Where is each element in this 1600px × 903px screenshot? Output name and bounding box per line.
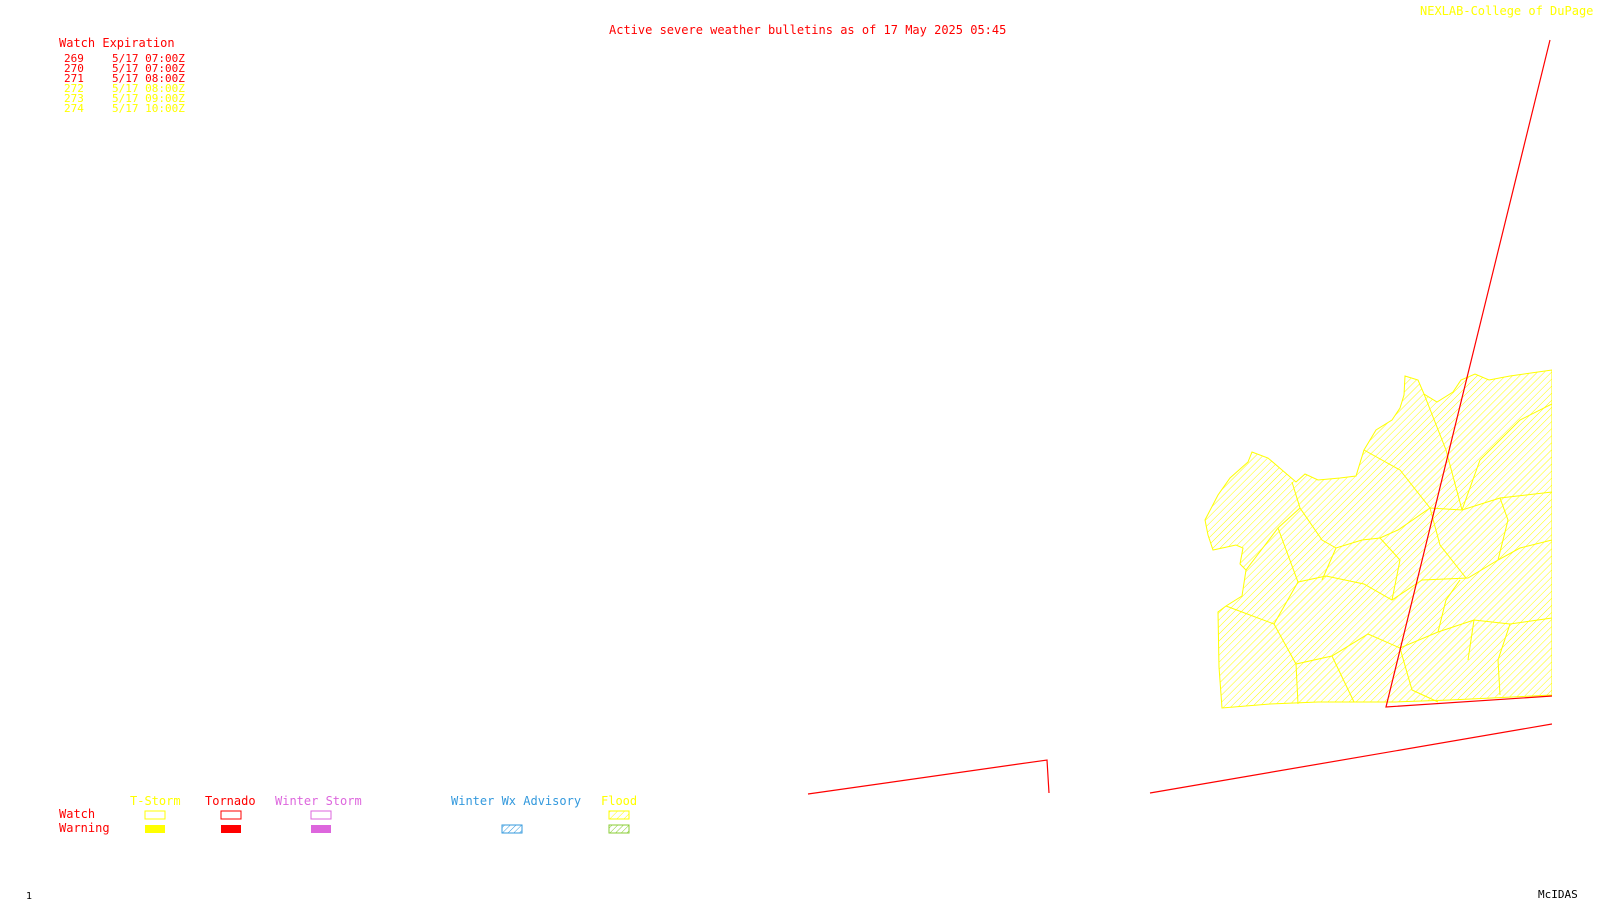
watch-number: 271 — [64, 72, 84, 85]
legend-label-tstorm: T-Storm — [130, 794, 181, 808]
watch-row: 271 5/17 08:00Z — [64, 72, 185, 85]
legend-flood-warning-box — [608, 824, 630, 834]
watch-expiration-time: 5/17 07:00Z — [112, 62, 185, 75]
tornado-watch-polygon — [807, 39, 1552, 795]
legend-label-flood: Flood — [601, 794, 638, 808]
watch-row: 273 5/17 09:00Z — [64, 92, 185, 105]
legend-tornado-watch-box — [220, 810, 242, 820]
watch-expiration-time: 5/17 08:00Z — [112, 82, 185, 95]
watch-number: 273 — [64, 92, 84, 105]
mcidas-label: McIDAS — [1538, 888, 1578, 901]
legend-winter-advisory-box — [501, 824, 523, 834]
legend-row-watch: Watch — [59, 807, 96, 821]
legend-label-tornado: Tornado — [205, 794, 256, 808]
legend-tornado-warning-box — [221, 825, 241, 833]
watch-number: 272 — [64, 82, 84, 95]
legend-boxes — [144, 810, 630, 834]
legend-tstorm-watch-box — [144, 810, 166, 820]
legend-winter-storm-warning-box — [311, 825, 331, 833]
legend-row-warning: Warning — [59, 821, 110, 835]
bulletin-title: Active severe weather bulletins as of 17… — [609, 23, 1007, 37]
watch-number: 274 — [64, 102, 84, 115]
legend-flood-watch-box — [608, 810, 630, 820]
watch-number: 270 — [64, 62, 84, 75]
frame-number: 1 — [26, 891, 33, 902]
watch-expiration-time: 5/17 10:00Z — [112, 102, 185, 115]
legend-label-winter-advisory: Winter Wx Advisory — [451, 794, 582, 808]
legend-winter-storm-watch-box — [310, 810, 332, 820]
watch-expiration-heading: Watch Expiration — [59, 36, 175, 50]
watch-row: 269 5/17 07:00Z — [64, 52, 185, 65]
tstorm-watch-area — [1204, 369, 1552, 709]
watch-expiration-time: 5/17 08:00Z — [112, 72, 185, 85]
watch-row: 274 5/17 10:00Z — [64, 102, 185, 115]
nexlab-credit: NEXLAB-College of DuPage R — [1420, 4, 1600, 18]
watch-number: 269 — [64, 52, 84, 65]
watch-row: 270 5/17 07:00Z — [64, 62, 185, 75]
watch-expiration-time: 5/17 09:00Z — [112, 92, 185, 105]
legend-label-winter-storm: Winter Storm — [275, 794, 362, 808]
tstorm-watch-outline — [1204, 369, 1552, 709]
watch-expiration-time: 5/17 07:00Z — [112, 52, 185, 65]
watch-row: 272 5/17 08:00Z — [64, 82, 185, 95]
legend-tstorm-warning-box — [145, 825, 165, 833]
